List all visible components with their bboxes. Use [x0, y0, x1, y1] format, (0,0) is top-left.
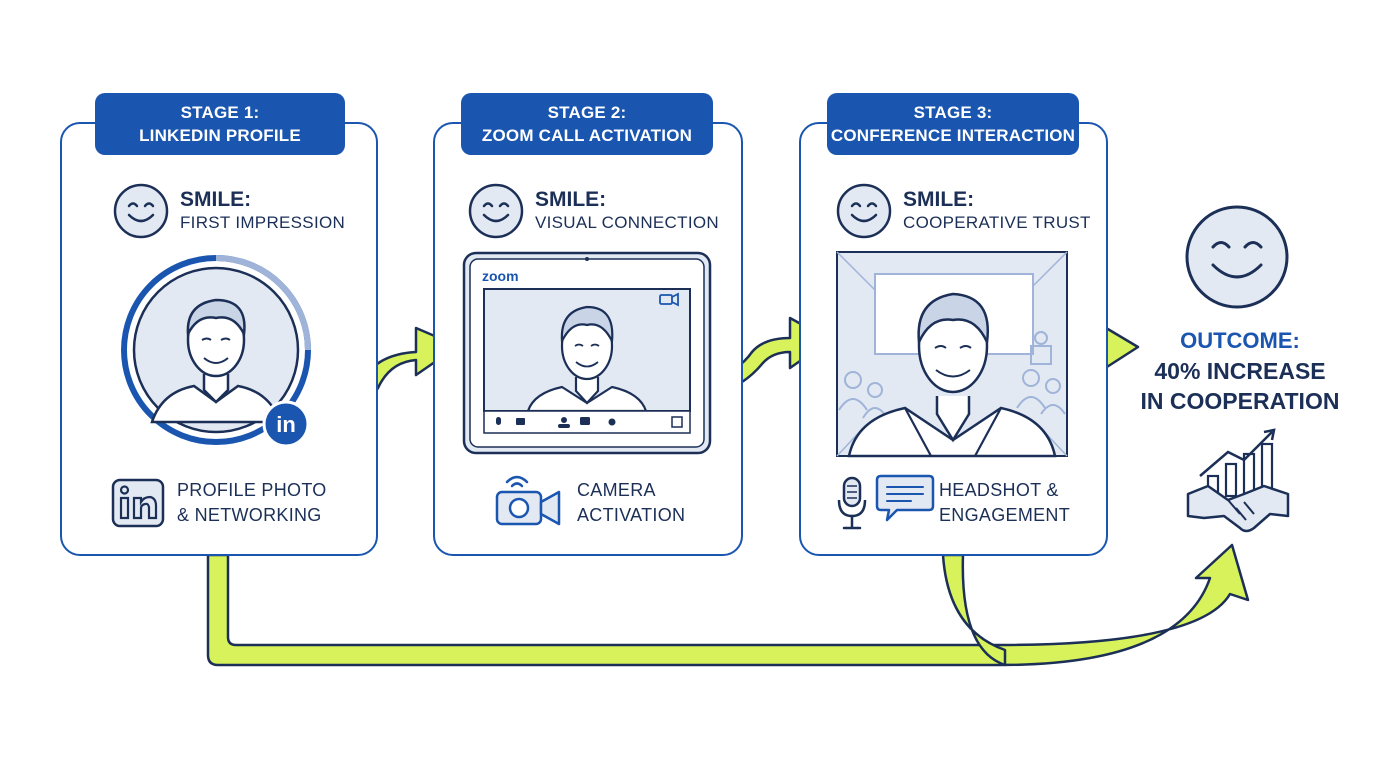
- stage-1-caption-line1: PROFILE PHOTO: [177, 480, 327, 500]
- stage-3-smile: SMILE: COOPERATIVE TRUST: [835, 182, 1091, 240]
- record-control-icon: [608, 418, 616, 426]
- engagement-icons: [837, 474, 935, 530]
- stage-2-badge: STAGE 2: ZOOM CALL ACTIVATION: [461, 93, 713, 155]
- outcome-line-1: 40% INCREASE: [1154, 358, 1326, 384]
- call-controls: [496, 416, 683, 428]
- stage3-merge-arrow: [941, 553, 1007, 667]
- camera-activation-icon: [495, 475, 561, 526]
- stage-3-badge: STAGE 3: CONFERENCE INTERACTION: [827, 93, 1079, 155]
- stage-2-caption-line2: ACTIVATION: [577, 505, 686, 525]
- stage-1-caption: PROFILE PHOTO & NETWORKING: [177, 478, 327, 528]
- smiley-icon: [468, 183, 524, 239]
- speech-bubble-icon: [875, 474, 935, 522]
- person-figure: [150, 298, 282, 424]
- stage-3-caption-line2: ENGAGEMENT: [939, 505, 1071, 525]
- smiley-icon: [836, 183, 892, 239]
- conference-scene: [836, 251, 1068, 458]
- linkedin-icon: [111, 478, 165, 528]
- stage-1-smile: SMILE: FIRST IMPRESSION: [112, 182, 345, 240]
- stage-1-title: LINKEDIN PROFILE: [139, 126, 301, 145]
- camera-control-icon: [516, 418, 525, 425]
- stage-2-label: STAGE 2:: [547, 103, 627, 122]
- outcome-title: OUTCOME:: [1180, 328, 1300, 353]
- participants-icon: [561, 417, 567, 423]
- outcome-smiley-icon: [1185, 205, 1289, 309]
- video-camera-small-icon: [659, 292, 679, 307]
- handshake-icon: [1186, 484, 1290, 533]
- stage-2-caption-line1: CAMERA: [577, 480, 656, 500]
- mic-control-icon: [496, 417, 501, 425]
- stage-2-caption: CAMERA ACTIVATION: [577, 478, 685, 528]
- stage-3-caption: HEADSHOT & ENGAGEMENT: [939, 478, 1070, 528]
- stage-1-label: STAGE 1:: [180, 103, 260, 122]
- chat-control-icon: [580, 417, 590, 425]
- stage-1-smile-subtitle: FIRST IMPRESSION: [180, 213, 346, 232]
- stage-3-smile-title: SMILE:: [903, 188, 975, 211]
- video-call-window: zoom: [462, 251, 712, 455]
- person-figure: [847, 292, 1057, 458]
- stage-3-caption-line1: HEADSHOT &: [939, 480, 1059, 500]
- profile-portrait: in: [121, 255, 311, 448]
- stage-2-title: ZOOM CALL ACTIVATION: [481, 126, 693, 145]
- podium-speaker: [1030, 331, 1052, 365]
- person-figure: [526, 305, 648, 413]
- fullscreen-icon: [671, 416, 683, 428]
- smiley-icon: [113, 183, 169, 239]
- zoom-logo: zoom: [482, 268, 519, 284]
- stage-1-caption-line2: & NETWORKING: [177, 505, 322, 525]
- stage-3-smile-subtitle: COOPERATIVE TRUST: [903, 213, 1091, 232]
- stage-2-smile-title: SMILE:: [535, 188, 607, 211]
- handshake-growth-icon: [1186, 428, 1290, 533]
- outcome-line-2: IN COOPERATION: [1140, 388, 1340, 414]
- stage-1-badge: STAGE 1: LINKEDIN PROFILE: [95, 93, 345, 155]
- linkedin-badge-icon: in: [276, 412, 296, 437]
- microphone-icon: [837, 476, 867, 530]
- stage-3-title: CONFERENCE INTERACTION: [830, 126, 1076, 145]
- stage-3-label: STAGE 3:: [913, 103, 993, 122]
- stage-2-smile-subtitle: VISUAL CONNECTION: [535, 213, 719, 232]
- stage-1-smile-title: SMILE:: [180, 188, 252, 211]
- return-flow-arrow: [206, 543, 1250, 667]
- stage-2-smile: SMILE: VISUAL CONNECTION: [467, 182, 719, 240]
